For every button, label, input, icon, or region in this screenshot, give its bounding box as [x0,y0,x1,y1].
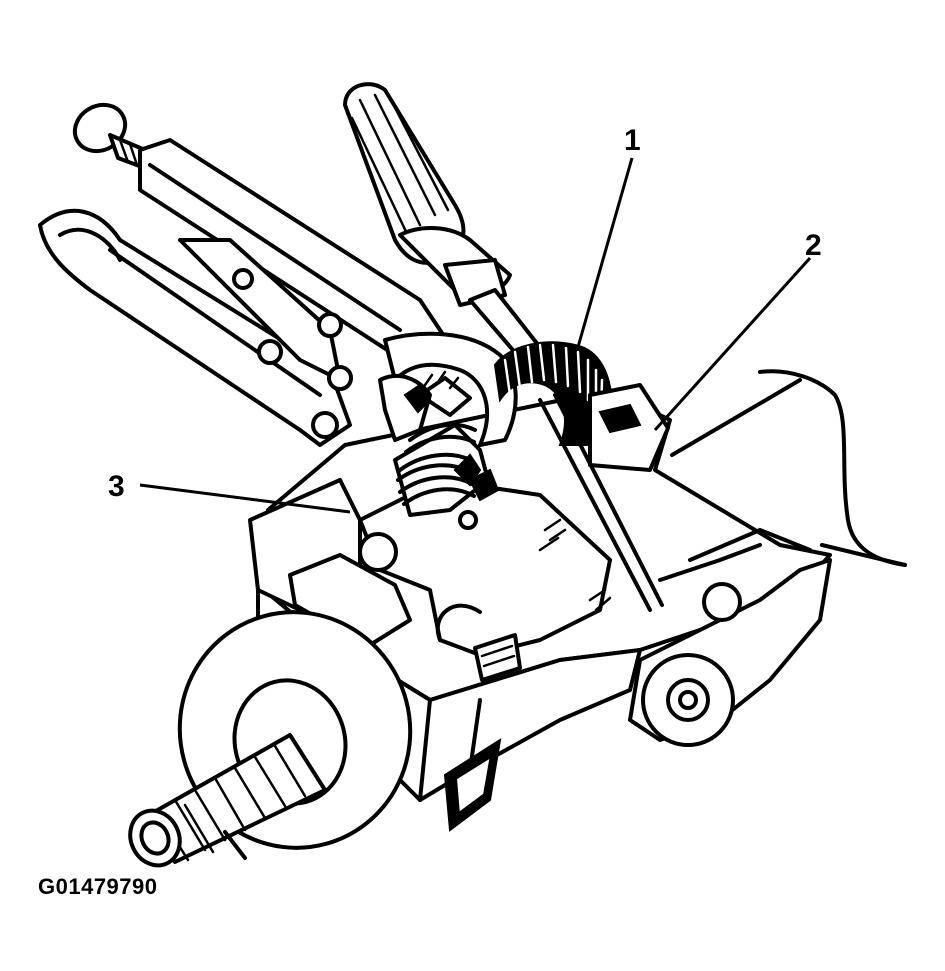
steering-shaft-drawing [128,610,413,868]
worm-gear-drawing [393,370,500,517]
callout-label-1: 1 [624,124,641,157]
leader-line-3 [139,483,351,514]
leader-line-1 [576,157,634,348]
leader-line-2 [653,256,812,432]
locking-pliers-drawing [38,102,518,447]
figure-id: G01479790 [38,874,158,899]
callout-label-2: 2 [805,229,822,262]
callout-label-3: 3 [108,470,125,503]
coil-spring-drawing [493,341,670,472]
